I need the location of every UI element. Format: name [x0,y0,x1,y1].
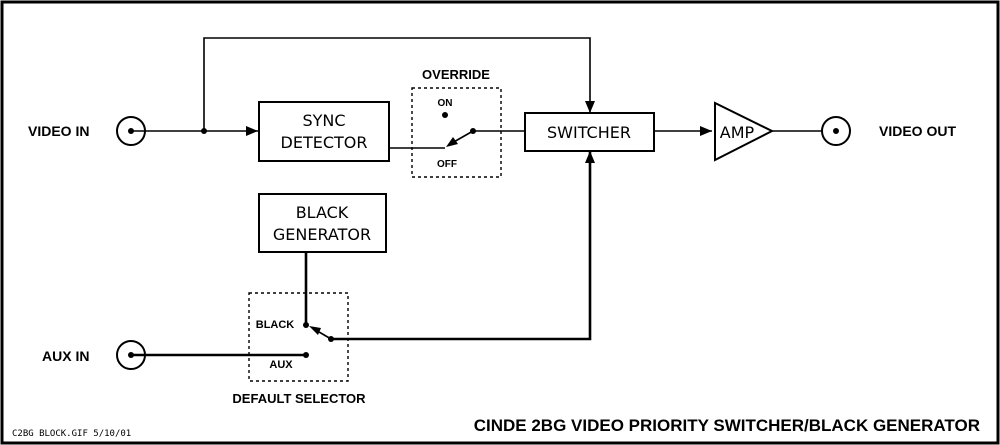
aux-in-label: AUX IN [42,348,89,364]
override-off-label: OFF [437,159,457,170]
switcher-box [524,112,655,152]
switcher-top-arrow [585,101,595,113]
override-label: OVERRIDE [422,67,490,82]
selector-to-switcher-wire [331,151,592,341]
override-switch-box [411,87,502,178]
switcher-bottom-arrow [585,151,595,163]
diagram-title: CINDE 2BG VIDEO PRIORITY SWITCHER/BLACK … [474,416,980,435]
amp-label: AMP [720,123,755,142]
selector-arm-arrow [309,326,321,335]
video-out-connector [821,116,851,146]
bypass-wire [203,37,591,131]
amp-triangle [714,101,775,162]
sync-detector-label-line1: SYNC [302,111,345,130]
selector-black-label: BLACK [256,319,295,331]
sync-detector-label-line2: DETECTOR [281,133,368,152]
black-generator-box [258,193,387,253]
video-out-label: VIDEO OUT [879,123,956,139]
black-generator-label-line1: BLACK [296,203,349,222]
selector-black-contact [303,322,309,328]
default-selector-label: DEFAULT SELECTOR [232,391,366,406]
switcher-label: SWITCHER [547,123,631,142]
black-generator-label-line2: GENERATOR [273,225,371,244]
override-on-contact [442,112,448,118]
sync-input-arrow [246,126,258,136]
selector-aux-label: AUX [269,359,293,371]
override-arm-arrow [446,137,458,147]
video-in-label: VIDEO IN [28,123,89,139]
sync-detector-box [258,101,390,162]
amp-input-arrow [700,126,712,136]
default-selector-box [248,292,349,382]
footer-file-label: C2BG BLOCK.GIF 5/10/01 [12,429,131,439]
override-on-label: ON [438,98,453,109]
